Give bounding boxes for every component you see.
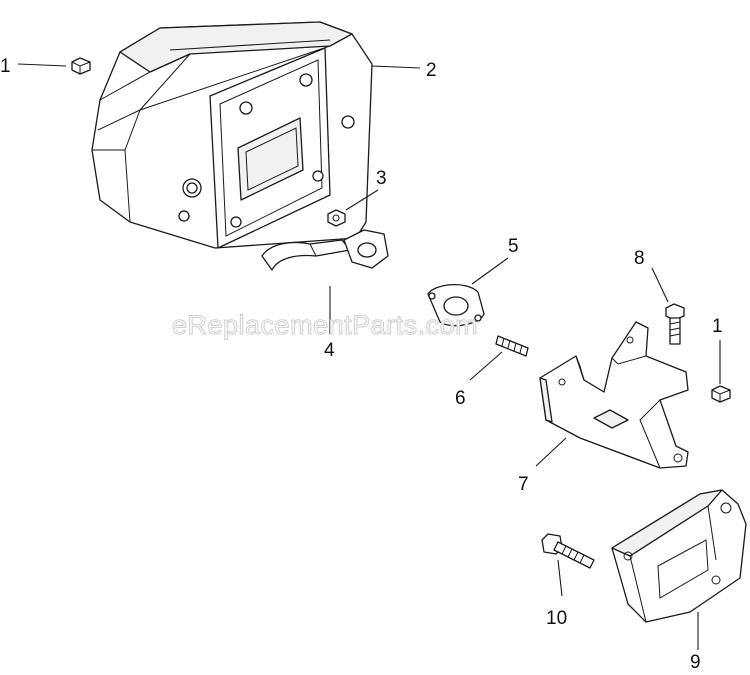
nut <box>327 209 346 227</box>
callout-7: 7 <box>518 474 529 495</box>
callout-4: 4 <box>324 340 335 361</box>
screw-right <box>711 385 731 403</box>
callout-6: 6 <box>455 388 466 409</box>
stud <box>495 335 529 357</box>
screw-top <box>71 57 91 75</box>
bolt-8 <box>665 303 685 345</box>
callout-10: 10 <box>546 608 567 629</box>
callout-3: 3 <box>376 168 387 189</box>
bolt-10 <box>541 533 595 569</box>
callout-1-right: 1 <box>712 316 723 337</box>
exhaust-pipe <box>261 229 389 271</box>
heat-shield <box>611 489 747 623</box>
gasket <box>427 284 485 327</box>
callout-8: 8 <box>634 248 645 269</box>
callout-5: 5 <box>508 236 519 257</box>
leader-lines <box>17 63 721 650</box>
callout-1-top: 1 <box>0 56 11 77</box>
bracket <box>539 321 689 469</box>
callout-labels: 1 2 3 4 5 6 7 8 1 10 9 <box>0 56 723 673</box>
callout-2: 2 <box>426 60 437 81</box>
callout-9: 9 <box>690 652 701 673</box>
muffler <box>91 21 373 249</box>
watermark-text: eReplacementParts.com <box>172 310 478 340</box>
